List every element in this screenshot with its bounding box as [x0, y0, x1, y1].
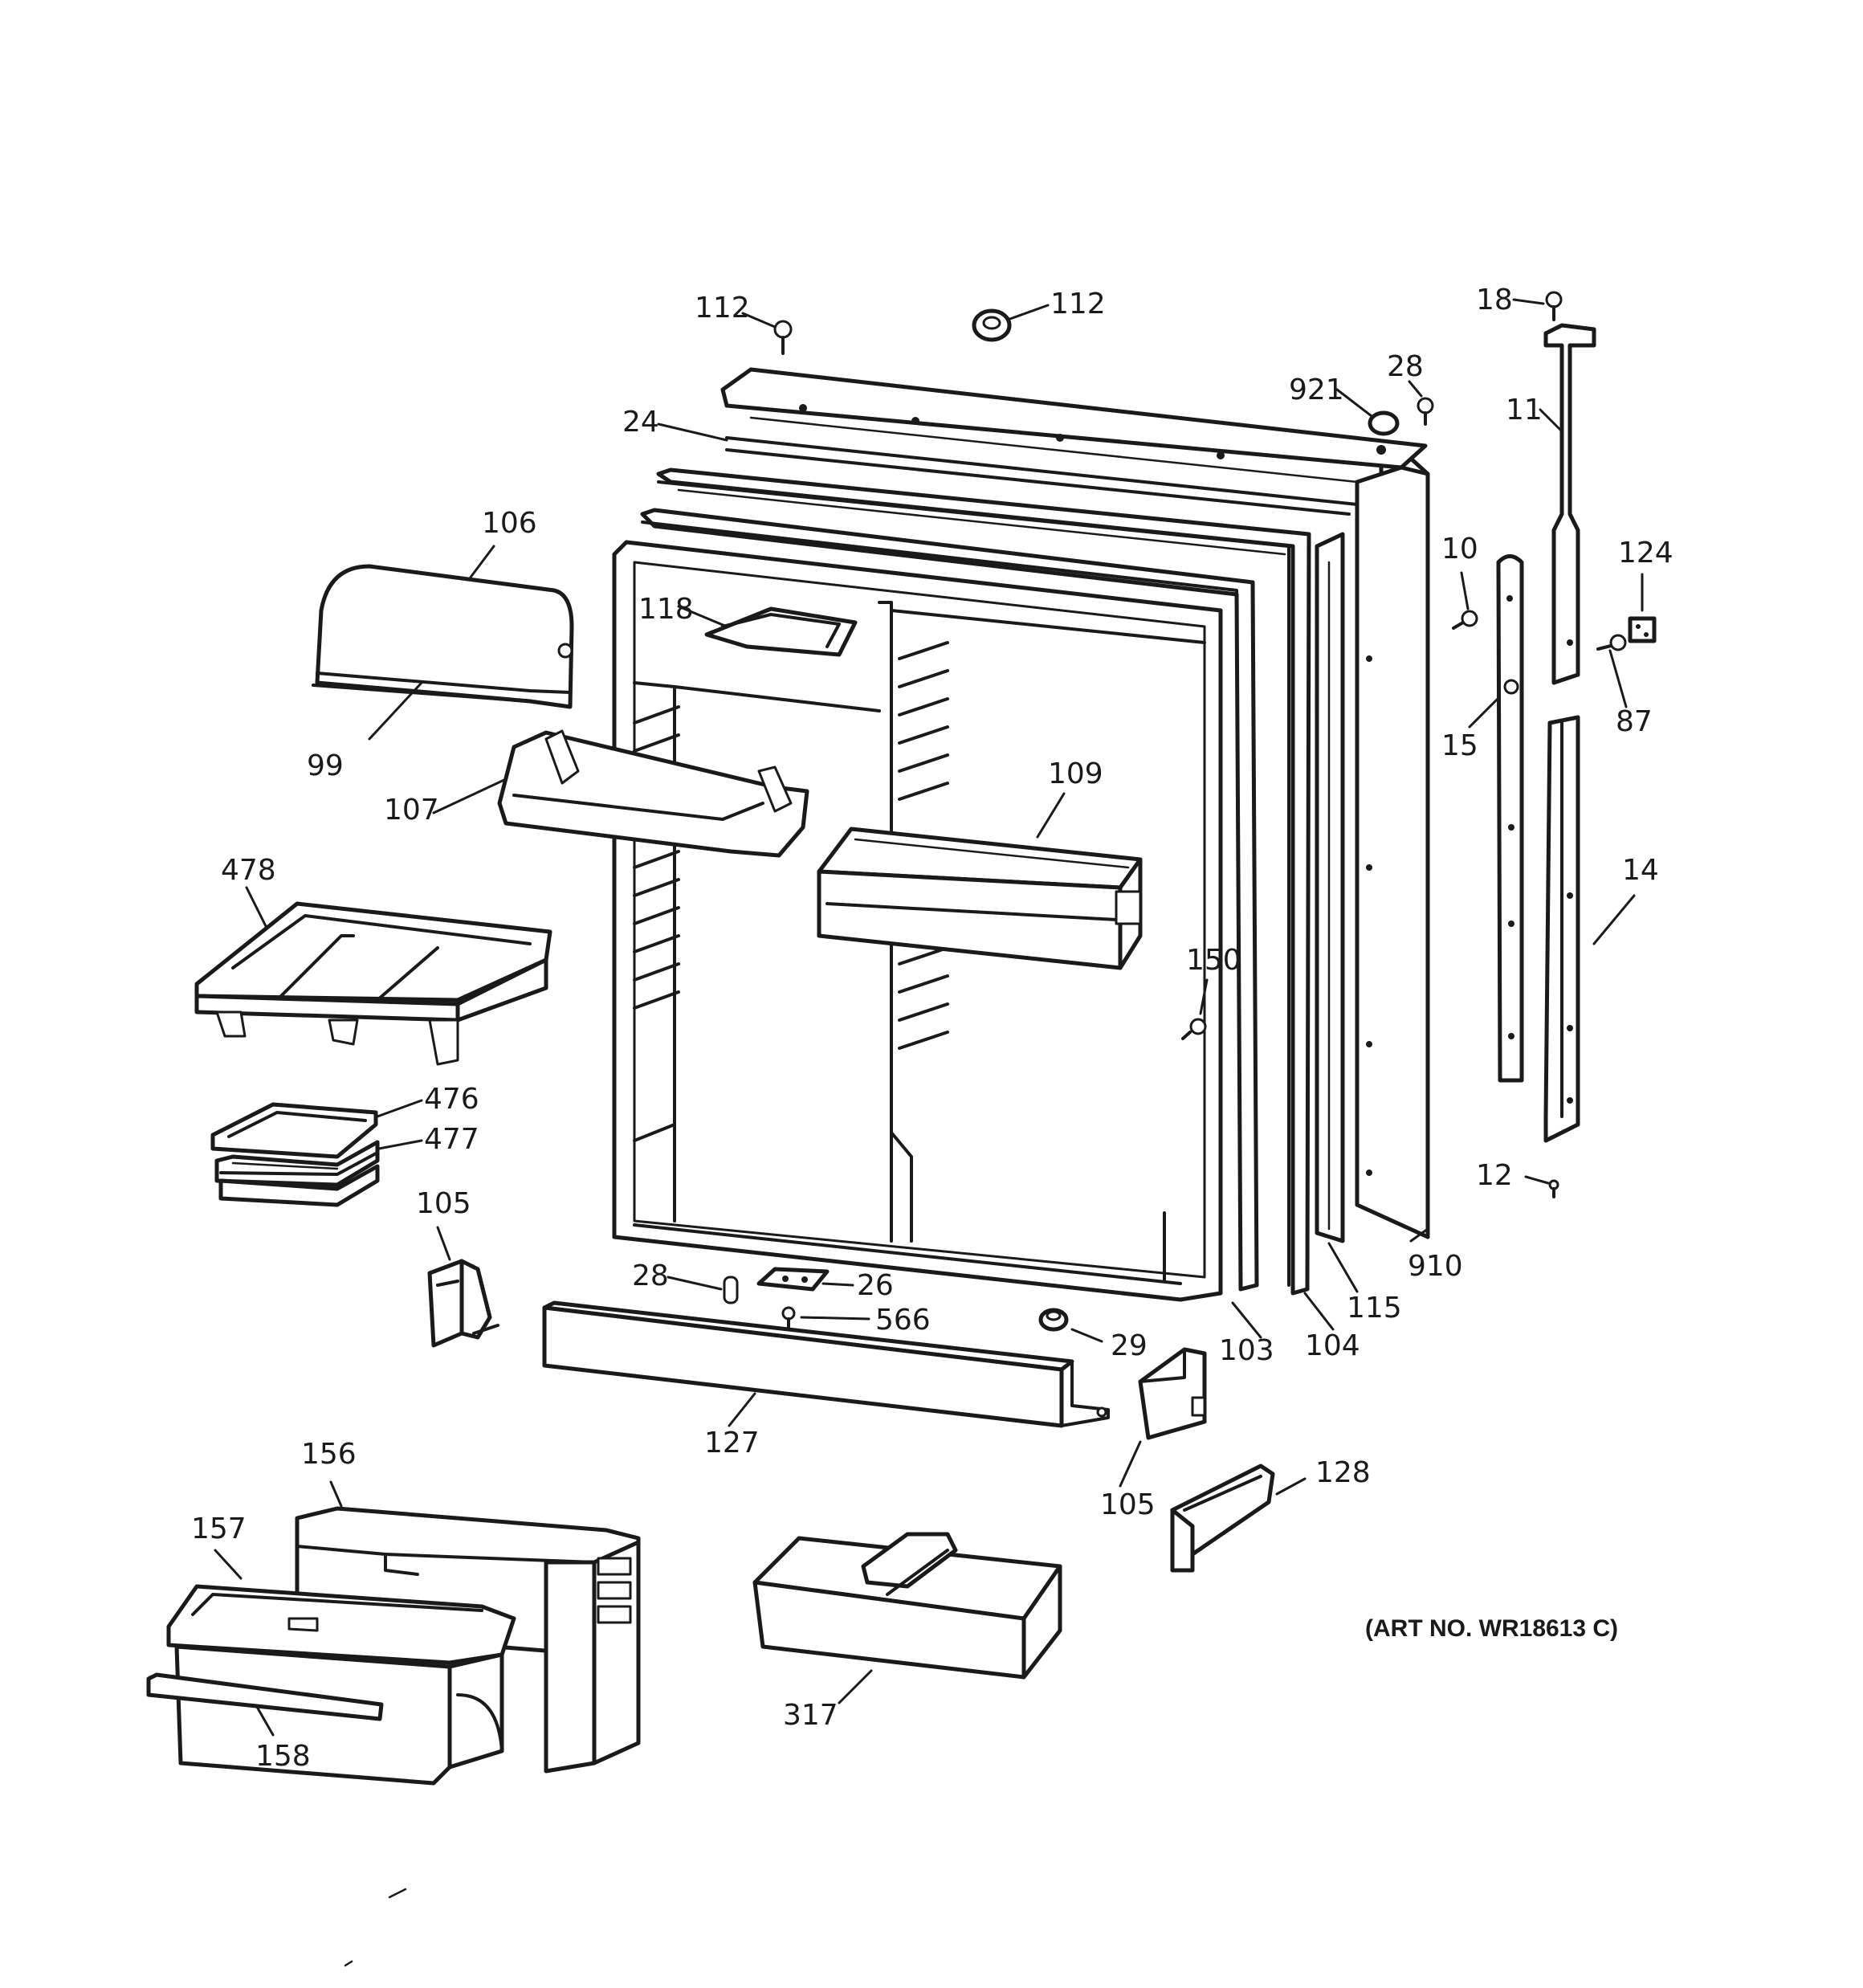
part-118-tray — [704, 606, 858, 657]
part-28-screw-top — [1417, 397, 1434, 426]
part-28-pin-lower — [723, 1276, 739, 1304]
callout-115: 115 — [1347, 1292, 1402, 1325]
part-103-door-liner — [640, 508, 1259, 1292]
part-105-left-cap — [427, 1259, 499, 1348]
part-14-bracket — [1543, 715, 1580, 1143]
callout-106: 106 — [482, 507, 537, 540]
callout-107: 107 — [384, 794, 439, 827]
callout-18: 18 — [1476, 284, 1513, 316]
part-105-right-cap — [1138, 1347, 1207, 1440]
part-127-trim — [542, 1300, 1110, 1428]
callout-156: 156 — [301, 1438, 357, 1471]
callout-87: 87 — [1616, 705, 1653, 738]
part-104-gasket — [656, 467, 1311, 1296]
callout-24: 24 — [622, 406, 659, 439]
callout-112-plug: 112 — [1050, 288, 1106, 320]
callout-150: 150 — [1186, 944, 1241, 977]
part-15-strip — [1496, 554, 1524, 1083]
part-115-breaker-strip — [1315, 532, 1345, 1243]
callout-910: 910 — [1408, 1250, 1463, 1283]
callout-99: 99 — [307, 749, 344, 782]
part-109-bin — [817, 827, 1143, 970]
callout-105-left: 105 — [416, 1187, 471, 1220]
callout-28-lower: 28 — [632, 1259, 669, 1292]
leader-lines — [214, 298, 1644, 1737]
callout-14: 14 — [1622, 854, 1659, 887]
callout-29: 29 — [1111, 1329, 1148, 1362]
callout-26: 26 — [857, 1269, 894, 1302]
part-910-outer-door — [720, 367, 1430, 1239]
callout-478: 478 — [221, 854, 276, 887]
callout-124: 124 — [1618, 537, 1673, 569]
callout-11: 11 — [1506, 394, 1543, 427]
part-477-tray — [214, 1140, 380, 1207]
part-317-bin — [752, 1532, 1062, 1680]
part-921-cap — [1368, 410, 1400, 436]
callout-128: 128 — [1315, 1456, 1371, 1489]
part-29-plug — [1038, 1308, 1069, 1332]
callout-317: 317 — [783, 1699, 838, 1732]
callout-127: 127 — [704, 1427, 760, 1459]
callout-10: 10 — [1441, 533, 1478, 565]
part-106-dairy-door — [312, 564, 574, 709]
callout-105-right: 105 — [1100, 1488, 1156, 1521]
callout-104: 104 — [1305, 1329, 1360, 1362]
callout-566: 566 — [875, 1304, 931, 1337]
part-128-bin-end — [1170, 1463, 1275, 1573]
part-124-plate — [1628, 616, 1657, 643]
part-112-screw — [773, 320, 793, 355]
callout-103: 103 — [1219, 1334, 1274, 1367]
left-shelf-ribs — [633, 705, 680, 1010]
part-158-handle — [146, 1672, 384, 1721]
callout-118: 118 — [638, 593, 694, 626]
part-12-screw — [1548, 1179, 1559, 1198]
part-10-screw — [1452, 610, 1478, 630]
part-476-tray — [210, 1102, 378, 1159]
part-478-bin — [194, 901, 552, 1066]
part-107-shelf — [497, 729, 809, 858]
part-11-hinge-bar — [1543, 323, 1596, 685]
part-18-screw — [1545, 291, 1563, 321]
callout-109: 109 — [1048, 757, 1103, 790]
callout-921: 921 — [1289, 374, 1344, 406]
part-150-screw — [1181, 1018, 1207, 1040]
callout-112-screw: 112 — [695, 292, 750, 325]
part-157-drawer — [166, 1584, 516, 1786]
part-24-seal — [725, 436, 1359, 516]
callout-476: 476 — [424, 1083, 479, 1116]
part-112-plug — [972, 308, 1012, 342]
stray-marks — [344, 1888, 407, 1967]
callout-158: 158 — [255, 1740, 311, 1773]
callout-12: 12 — [1476, 1159, 1513, 1192]
callout-28-top: 28 — [1387, 350, 1424, 383]
callout-157: 157 — [191, 1512, 247, 1545]
callout-477: 477 — [424, 1123, 479, 1156]
part-87-screw — [1596, 634, 1627, 651]
art-number: (ART NO. WR18613 C) — [1365, 1615, 1618, 1642]
callout-labels: 112 112 18 28 921 24 11 106 10 124 118 9… — [191, 284, 1673, 1773]
part-26-hinge-plate — [756, 1267, 830, 1292]
callout-15: 15 — [1441, 729, 1478, 762]
